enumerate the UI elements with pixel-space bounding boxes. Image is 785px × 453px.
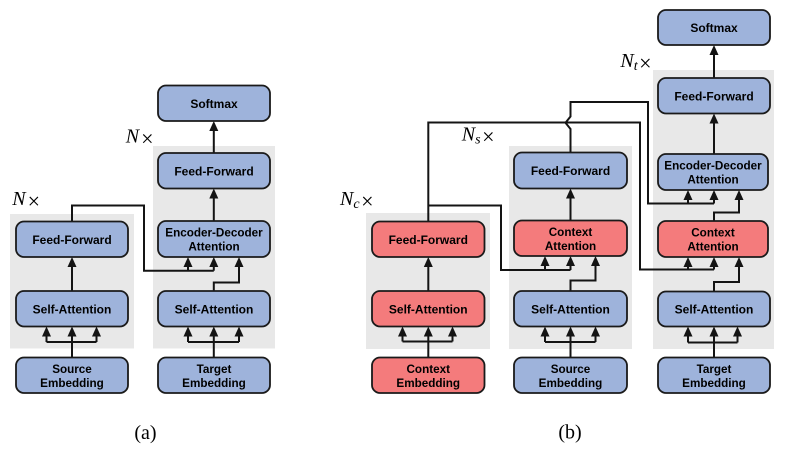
svg-text:Feed-Forward: Feed-Forward xyxy=(389,233,468,247)
svg-text:Context: Context xyxy=(549,226,593,239)
svg-text:Embedding: Embedding xyxy=(40,377,104,390)
svg-text:Embedding: Embedding xyxy=(182,377,246,390)
svg-text:Attention: Attention xyxy=(545,240,596,253)
svg-text:Embedding: Embedding xyxy=(539,377,603,390)
svg-text:Self-Attention: Self-Attention xyxy=(675,303,754,317)
svg-text:Nc×: Nc× xyxy=(339,188,373,214)
svg-text:Embedding: Embedding xyxy=(682,377,746,390)
svg-text:Feed-Forward: Feed-Forward xyxy=(674,89,753,103)
svg-text:Source: Source xyxy=(52,363,92,376)
svg-text:Feed-Forward: Feed-Forward xyxy=(174,164,253,178)
svg-text:Attention: Attention xyxy=(687,174,738,187)
svg-text:Encoder-Decoder: Encoder-Decoder xyxy=(165,227,263,240)
svg-text:Context: Context xyxy=(691,227,735,240)
svg-text:Attention: Attention xyxy=(188,241,239,254)
svg-text:Feed-Forward: Feed-Forward xyxy=(32,233,111,247)
svg-text:Self-Attention: Self-Attention xyxy=(175,302,254,316)
svg-text:Target: Target xyxy=(697,363,732,376)
svg-text:Target: Target xyxy=(197,363,232,376)
svg-text:Softmax: Softmax xyxy=(190,97,238,111)
svg-text:N×: N× xyxy=(11,188,40,214)
svg-text:(b): (b) xyxy=(558,422,581,444)
svg-text:Nt×: Nt× xyxy=(619,50,651,76)
svg-text:Source: Source xyxy=(551,363,591,376)
svg-text:Context: Context xyxy=(406,363,450,376)
svg-text:Self-Attention: Self-Attention xyxy=(33,302,112,316)
svg-text:Ns×: Ns× xyxy=(461,124,495,150)
svg-text:Self-Attention: Self-Attention xyxy=(531,302,610,316)
svg-text:(a): (a) xyxy=(134,422,156,444)
svg-text:Attention: Attention xyxy=(687,241,738,254)
svg-text:Self-Attention: Self-Attention xyxy=(389,302,468,316)
svg-text:Softmax: Softmax xyxy=(690,21,738,35)
svg-text:Embedding: Embedding xyxy=(396,377,460,390)
svg-text:Feed-Forward: Feed-Forward xyxy=(531,164,610,178)
svg-text:Encoder-Decoder: Encoder-Decoder xyxy=(664,160,762,173)
svg-text:N×: N× xyxy=(125,126,154,152)
